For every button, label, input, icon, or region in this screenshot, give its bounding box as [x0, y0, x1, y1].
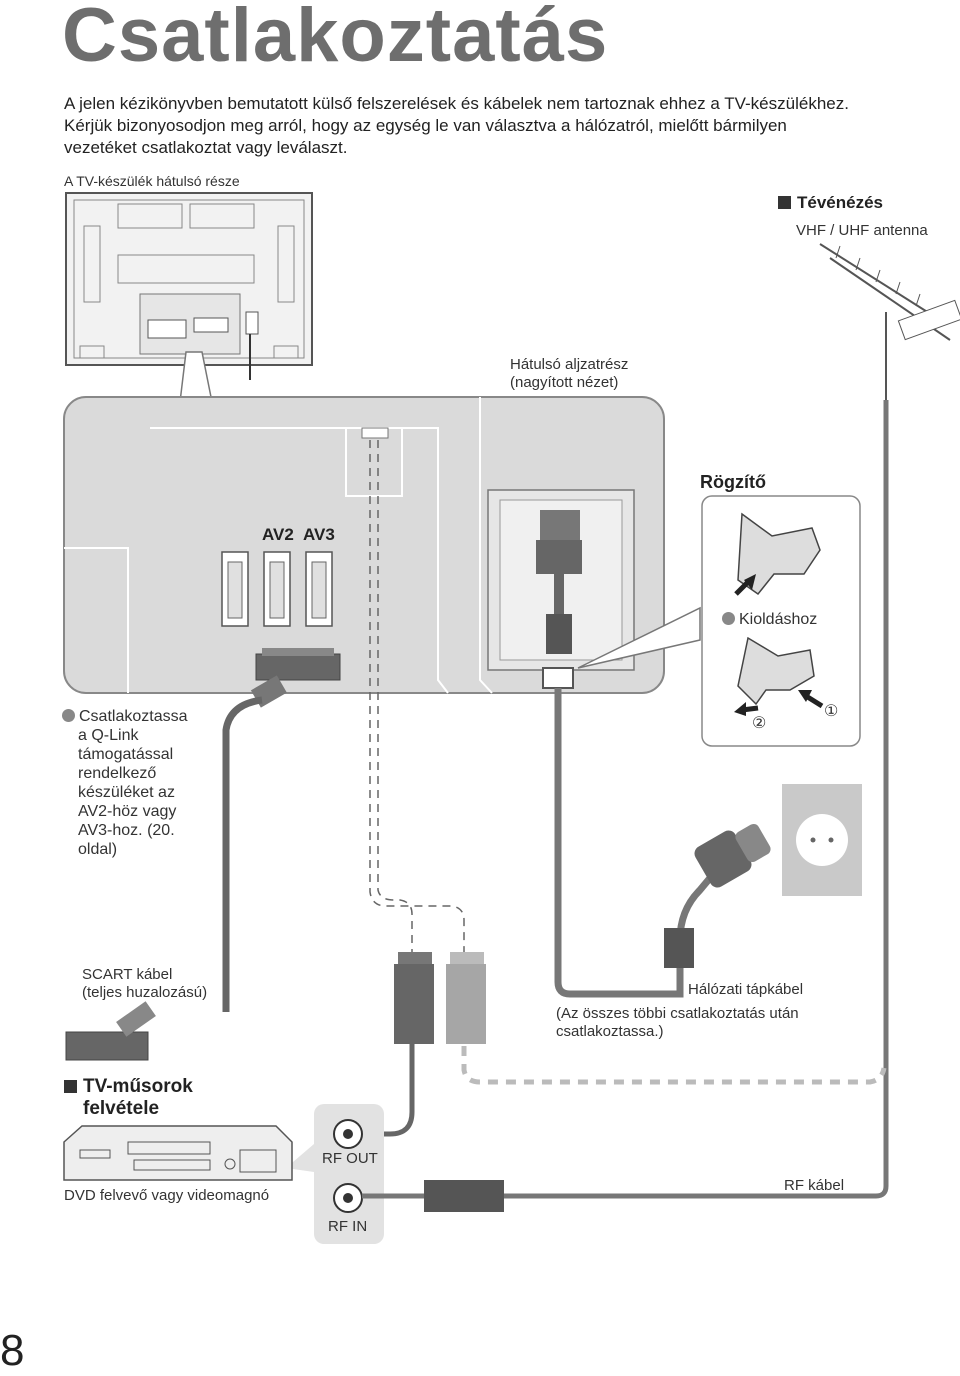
antenna-illustration — [819, 243, 960, 400]
qlink-note: Csatlakoztassa a Q-Link támogatással ren… — [62, 707, 188, 859]
dashed-rf-path — [461, 1046, 887, 1085]
intro-line: Kérjük bizonyosodjon meg arról, hogy az … — [64, 116, 787, 135]
av3-label: AV3 — [303, 525, 335, 544]
tv-back-label: A TV-készülék hátulsó része — [64, 173, 240, 189]
mains-cable — [554, 688, 723, 998]
page-number: 8 — [0, 1326, 25, 1375]
mains-wall-plug — [694, 823, 771, 888]
circle-bullet-icon — [722, 612, 735, 625]
wall-socket — [782, 784, 862, 896]
clamp-callout — [577, 495, 861, 747]
rf-plug-dark — [394, 952, 434, 1044]
rf-cable-antenna — [500, 400, 889, 1199]
av2-label: AV2 — [262, 525, 294, 544]
rf-cable-label: RF kábel — [784, 1177, 845, 1194]
recorder-illustration — [63, 1125, 293, 1181]
tv-back-illustration — [65, 192, 313, 380]
scart-cable — [222, 696, 263, 1012]
rf-terminal-panel — [286, 1104, 384, 1244]
mains-plug-on-tv — [536, 510, 582, 689]
intro-line: vezetéket csatlakoztat vagy leválaszt. — [64, 138, 348, 157]
dashed-antenna-path — [369, 440, 465, 952]
recorder-label: DVD felvevő vagy videomagnó — [64, 1187, 270, 1204]
intro-line: A jelen kézikönyvben bemutatott külső fe… — [64, 94, 849, 113]
rear-terminal-label: Hátulsó aljzatrész (nagyított nézet) — [510, 356, 629, 391]
scart-plug-bottom — [65, 1001, 156, 1061]
scart-cable-label: SCART kábel (teljes huzalozású) — [82, 966, 208, 1001]
antenna-label: VHF / UHF antenna — [796, 222, 928, 239]
tv-reception-heading: Tévénézés — [778, 193, 883, 213]
circle-bullet-icon — [62, 709, 75, 722]
scart-plug-top — [250, 648, 341, 708]
clamp-heading: Rögzítő — [700, 472, 766, 492]
rf-out-label: RF OUT — [322, 1150, 378, 1167]
mains-lead-label: Hálózati tápkábel — [688, 981, 804, 998]
step-2-marker: ② — [752, 715, 767, 732]
scart-socket-av2 — [263, 551, 291, 627]
scart-socket — [221, 551, 249, 627]
recording-heading: TV-műsorok felvétele — [64, 1076, 193, 1120]
release-label: Kioldáshoz — [722, 611, 817, 629]
rf-plug-light — [446, 952, 486, 1044]
intro-text: A jelen kézikönyvben bemutatott külső fe… — [64, 93, 944, 159]
mains-note: (Az összes többi csatlakoztatás után csa… — [556, 1005, 799, 1040]
step-1-marker: ① — [824, 703, 839, 720]
page-title: Csatlakoztatás — [62, 0, 609, 78]
square-bullet-icon — [64, 1080, 77, 1093]
scart-socket-av3 — [305, 551, 333, 627]
rf-in-label: RF IN — [328, 1218, 368, 1235]
square-bullet-icon — [778, 196, 791, 209]
